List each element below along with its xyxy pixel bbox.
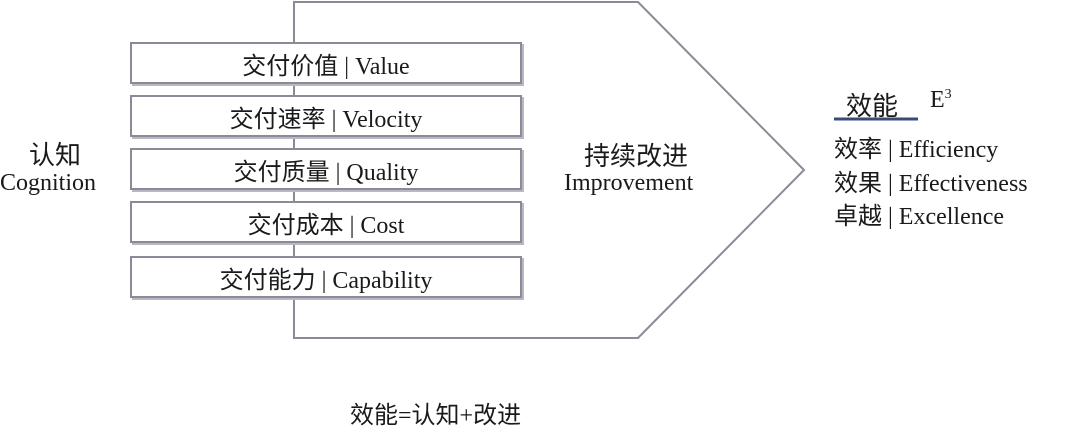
- aspect-label: 交付价值 | Value: [242, 53, 410, 80]
- effectiveness-title: 效能: [846, 92, 899, 121]
- aspect-box-capability: 交付能力 | Capability: [130, 256, 522, 298]
- aspect-box-velocity: 交付速率 | Velocity: [130, 95, 522, 137]
- cognition-label-en: Cognition: [0, 170, 97, 196]
- effectiveness-item-excellence: 卓越 | Excellence: [834, 204, 1005, 230]
- aspect-box-cost: 交付成本 | Cost: [130, 201, 522, 243]
- improvement-label-zh: 持续改进: [584, 142, 689, 171]
- cognition-label-zh: 认知: [29, 141, 82, 170]
- effectiveness-item-effectiveness: 效果 | Effectiveness: [834, 171, 1028, 197]
- aspect-box-value: 交付价值 | Value: [130, 42, 522, 84]
- effectiveness-symbol-letter: E: [930, 87, 945, 113]
- aspect-label: 交付成本 | Cost: [247, 212, 405, 239]
- aspect-label: 交付质量 | Quality: [233, 159, 419, 186]
- aspect-box-quality: 交付质量 | Quality: [130, 148, 522, 190]
- improvement-label-en: Improvement: [564, 170, 694, 196]
- effectiveness-item-efficiency: 效率 | Efficiency: [834, 137, 999, 163]
- aspect-label: 交付能力 | Capability: [219, 267, 433, 294]
- effectiveness-exponent: 3: [944, 87, 952, 102]
- aspect-label: 交付速率 | Velocity: [229, 106, 423, 133]
- formula-caption: 效能=认知+改进: [350, 403, 522, 429]
- effectiveness-symbol: E3: [930, 87, 952, 114]
